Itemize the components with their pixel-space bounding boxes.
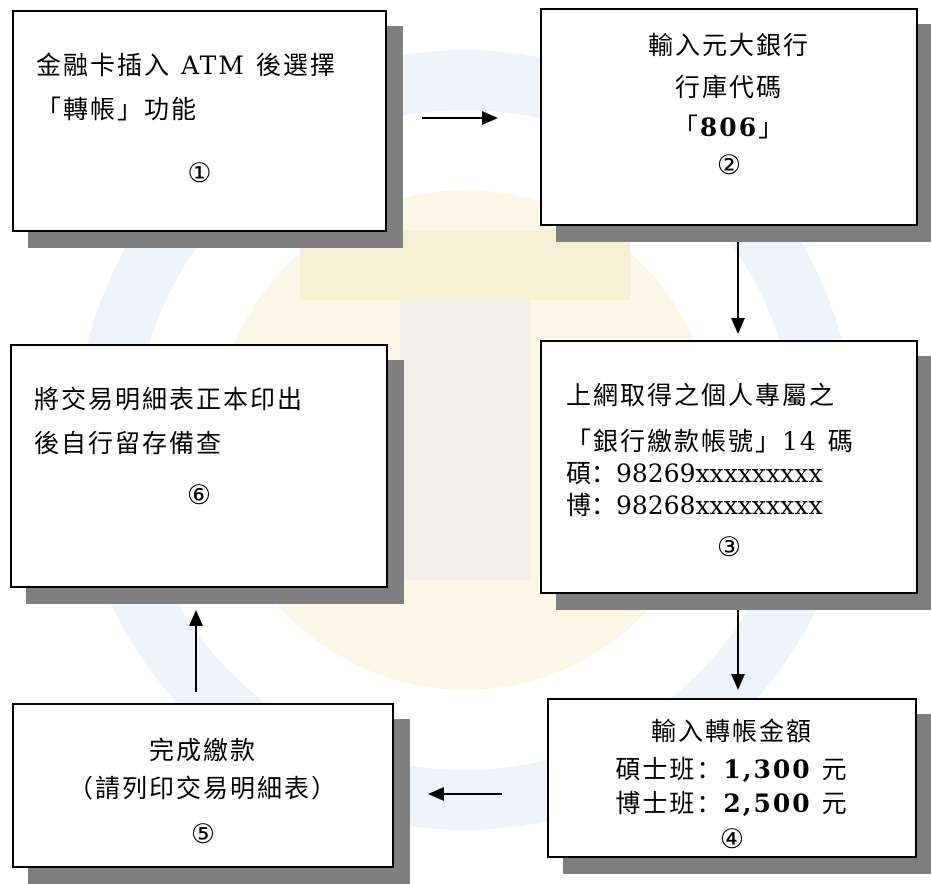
step-3-box: 上網取得之個人專屬之 「銀行繳款帳號」14 碼 碩：98269xxxxxxxxx…: [540, 340, 918, 594]
step-3-line-4: 博：98268xxxxxxxxx: [566, 491, 823, 520]
step-3-line-1: 上網取得之個人專屬之: [566, 381, 837, 410]
step-2-code-prefix: 「: [672, 113, 700, 142]
step-4-title: 輸入轉帳金額: [650, 717, 813, 746]
step-1-box: 金融卡插入 ATM 後選擇 「轉帳」功能 ①: [12, 10, 387, 232]
step-4-row-2: 博士班：2,500 元: [549, 786, 915, 822]
step-6-number: ⑥: [186, 480, 212, 511]
step-4-row-2-unit: 元: [811, 789, 849, 818]
step-4-row-1: 碩士班：1,300 元: [549, 752, 915, 788]
step-2-code-suffix: 」: [758, 113, 786, 142]
step-4-row-1-unit: 元: [811, 755, 849, 784]
step-2-code: 806: [699, 113, 759, 142]
arrow-right-icon: [422, 111, 498, 125]
arrow-up-icon: [189, 610, 203, 692]
step-2-line-2: 行庫代碼: [674, 73, 783, 102]
step-3-number: ③: [716, 532, 742, 563]
step-5-line-1: 完成繳款: [148, 736, 257, 765]
step-1-number: ①: [187, 158, 212, 189]
step-2-number: ②: [716, 150, 742, 181]
step-6-line-1: 將交易明細表正本印出: [34, 385, 305, 414]
arrow-left-icon: [428, 787, 502, 801]
step-5-number: ⑤: [190, 819, 216, 850]
step-2-line-1: 輸入元大銀行: [647, 31, 810, 60]
step-6-box: 將交易明細表正本印出 後自行留存備查 ⑥: [10, 344, 388, 588]
step-4-row-2-label: 博士班：: [615, 789, 724, 818]
step-2-code-line: 「806」: [542, 110, 916, 146]
step-4-row-1-label: 碩士班：: [615, 755, 724, 784]
step-6-line-2: 後自行留存備查: [34, 429, 224, 458]
step-5-box: 完成繳款 （請列印交易明細表） ⑤: [12, 703, 394, 868]
step-4-row-2-amount: 2,500: [723, 789, 812, 818]
arrow-down-icon-1: [731, 242, 745, 334]
arrow-down-icon-2: [731, 610, 745, 690]
step-3-line-3: 碩：98269xxxxxxxxx: [566, 459, 823, 488]
step-4-row-1-amount: 1,300: [723, 755, 812, 784]
step-1-line-2: 「轉帳」功能: [36, 95, 199, 124]
step-3-line-2: 「銀行繳款帳號」14 碼: [566, 427, 855, 456]
step-4-number: ④: [719, 824, 745, 855]
step-2-box: 輸入元大銀行 行庫代碼 「806」 ②: [540, 8, 918, 226]
step-4-box: 輸入轉帳金額 碩士班：1,300 元 博士班：2,500 元 ④: [547, 698, 917, 858]
step-5-line-2: （請列印交易明細表）: [67, 774, 338, 803]
step-1-line-1: 金融卡插入 ATM 後選擇: [36, 51, 337, 80]
